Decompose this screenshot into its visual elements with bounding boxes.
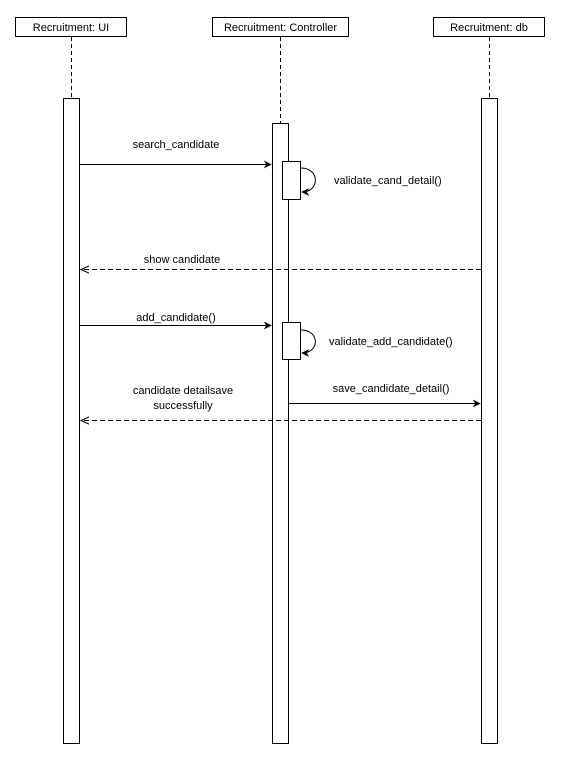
message-label: show candidate	[144, 254, 220, 266]
message-label-line-1: candidate detailsave	[133, 385, 233, 397]
message-label: add_candidate()	[136, 312, 216, 324]
participant-db-box	[433, 17, 545, 37]
participant-ui-box	[15, 17, 127, 37]
message-add-candidate[interactable]: add_candidate()	[80, 312, 272, 330]
nested-activation-bar	[282, 322, 301, 360]
message-label-line-2: successfully	[153, 400, 213, 412]
participant-controller-box	[212, 17, 349, 37]
message-label: search_candidate	[133, 139, 220, 151]
message-show-candidate[interactable]: show candidate	[81, 254, 481, 270]
activation-bar-controller	[272, 123, 289, 744]
participant-ui[interactable]: Recruitment: UI	[15, 17, 127, 744]
message-label: validate_add_candidate()	[329, 336, 453, 348]
message-validate-add-candidate[interactable]: validate_add_candidate()	[282, 322, 453, 360]
activation-bar-ui	[63, 98, 80, 744]
participant-controller[interactable]: Recruitment: Controller	[212, 17, 349, 744]
participant-db-label: Recruitment: db	[450, 22, 528, 34]
participant-controller-label: Recruitment: Controller	[224, 22, 337, 34]
message-label: validate_cand_detail()	[334, 175, 442, 187]
nested-activation-bar	[282, 161, 301, 200]
message-validate-cand-detail[interactable]: validate_cand_detail()	[282, 161, 442, 200]
self-call-arrow	[300, 167, 316, 196]
activation-bar-db	[481, 98, 498, 744]
message-search-candidate[interactable]: search_candidate	[80, 139, 272, 169]
message-label: save_candidate_detail()	[333, 383, 450, 395]
self-call-arrow	[300, 329, 316, 357]
message-candidate-detail-saved[interactable]: candidate detailsave successfully	[81, 385, 481, 421]
participant-ui-label: Recruitment: UI	[33, 22, 109, 34]
message-save-candidate-detail[interactable]: save_candidate_detail()	[289, 383, 481, 408]
participant-db[interactable]: Recruitment: db	[433, 17, 545, 744]
